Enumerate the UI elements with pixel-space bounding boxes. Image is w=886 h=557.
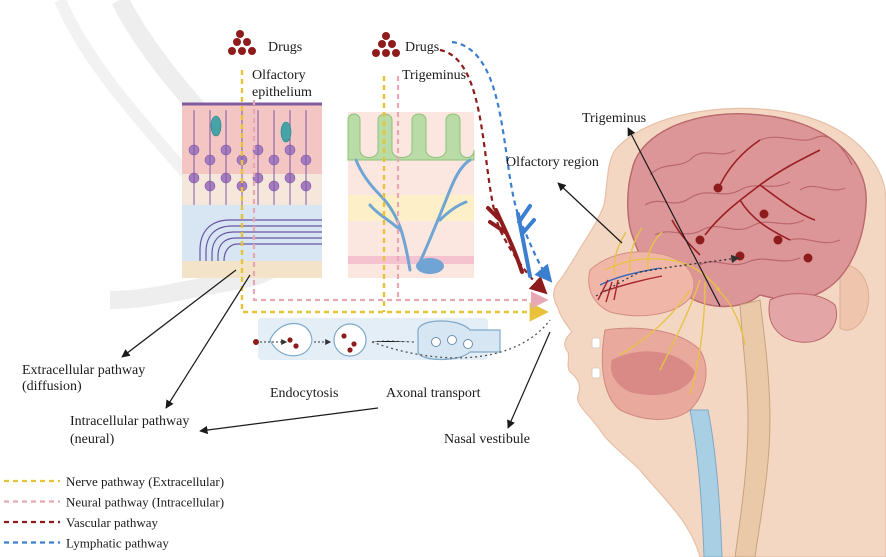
- drug-cluster-right: [372, 32, 400, 57]
- label-extracellular-1: Extracellular pathway: [22, 363, 145, 378]
- label-intracellular-2: (neural): [70, 432, 115, 447]
- label-intracellular-1: Intracellular pathway: [70, 414, 189, 429]
- label-trigeminus-brain: Trigeminus: [582, 111, 646, 126]
- dotted-path-nose: [595, 271, 641, 297]
- tongue: [610, 351, 695, 396]
- label-endocytosis: Endocytosis: [270, 386, 338, 401]
- background-face-outline-2: [54, 0, 205, 194]
- cerebellum: [768, 293, 837, 343]
- brain-drug-dots: [695, 183, 813, 263]
- legend-item: Nerve pathway (Extracellular): [4, 474, 224, 489]
- arrow-nasal-vestibule: [507, 331, 551, 429]
- drug-cluster-left: [228, 30, 256, 55]
- legend-label: Nerve pathway (Extracellular): [66, 474, 224, 489]
- brain-stem: [734, 299, 771, 557]
- label-extracellular-2: (diffusion): [22, 379, 82, 394]
- legend: Nerve pathway (Extracellular) Neural path…: [4, 474, 224, 551]
- lymphatic-pathway-line: [451, 40, 553, 283]
- transport-illustrations: [253, 318, 501, 361]
- arrow-extracellular: [121, 269, 237, 358]
- ear: [839, 264, 870, 331]
- label-nasal-vestibule: Nasal vestibule: [444, 432, 530, 447]
- legend-label: Neural pathway (Intracellular): [66, 495, 224, 510]
- legend-item: Neural pathway (Intracellular): [4, 495, 224, 510]
- teeth: [591, 337, 601, 379]
- legend-label: Vascular pathway: [66, 515, 159, 530]
- label-olfactory-epithelium-2: epithelium: [252, 85, 312, 100]
- arrow-trigeminus-brain: [627, 127, 721, 307]
- legend-item: Vascular pathway: [4, 515, 159, 530]
- dotted-path-into-brain: [639, 254, 740, 273]
- nasal-cavity: [588, 251, 695, 317]
- nerve-pathway-line: [240, 70, 549, 322]
- label-drugs-right: Drugs: [405, 40, 439, 55]
- vascular-pathway-line: [439, 48, 548, 295]
- label-drugs-left: Drugs: [268, 40, 302, 55]
- label-axonal-transport: Axonal transport: [386, 386, 481, 401]
- olfactory-nerves: [604, 227, 746, 396]
- annotation-arrows: [121, 127, 721, 435]
- label-olfactory-region: Olfactory region: [506, 155, 599, 170]
- legend-item: Lymphatic pathway: [4, 536, 169, 551]
- head-illustration: [553, 107, 886, 557]
- legend-label: Lymphatic pathway: [66, 536, 169, 551]
- label-olfactory-epithelium-1: Olfactory: [252, 68, 306, 83]
- arrow-intracellular: [165, 274, 251, 409]
- olfactory-epithelium-panel: [182, 102, 322, 278]
- trigeminus-panel: [347, 112, 475, 278]
- trachea: [689, 409, 723, 557]
- vessel-trees: [486, 204, 536, 278]
- neural-pathway-line: [252, 76, 549, 309]
- brain-gyri: [644, 135, 853, 266]
- label-trigeminus-top: Trigeminus: [402, 68, 466, 83]
- arrow-olfactory-region: [557, 182, 623, 244]
- arrow-to-intracellular-label: [199, 407, 379, 435]
